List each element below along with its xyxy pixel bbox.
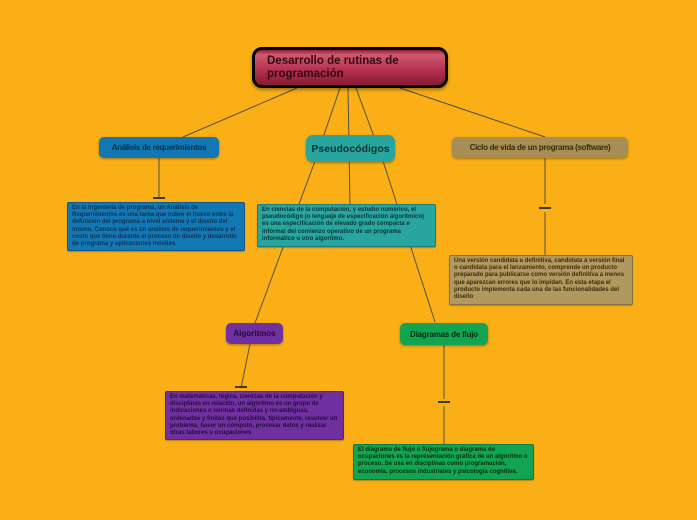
note-box-algoritmos[interactable]: En matemáticas, lógica, ciencias de la c… xyxy=(165,391,344,441)
note-box-analisis-de-requerimientos[interactable]: En la Ingeniería de programa, un Análisi… xyxy=(67,202,245,252)
root-topic-node[interactable]: Desarrollo de rutinas de programación xyxy=(252,47,448,88)
topic-node-diagramas-de-flujo[interactable]: Diagramas de flujo xyxy=(400,323,488,345)
topic-node-analisis-de-requerimientos[interactable]: Análisis de requerimientos xyxy=(99,137,219,158)
topic-node-algoritmos[interactable]: Algoritmos xyxy=(226,323,283,344)
topic-node-ciclo-de-vida[interactable]: Ciclo de vida de un programa (software) xyxy=(452,137,628,158)
note-box-diagramas-de-flujo[interactable]: El diagrama de flujo o flujograma o diag… xyxy=(353,444,534,480)
root-topic-label: Desarrollo de rutinas de programación xyxy=(267,54,399,80)
topic-node-pseudocodigos[interactable]: Pseudocódigos xyxy=(306,135,395,162)
note-box-ciclo-de-vida[interactable]: Una versión candidata a definitiva, cand… xyxy=(449,255,633,305)
note-box-pseudocodigos[interactable]: En ciencias de la computación, y estudio… xyxy=(257,204,436,247)
